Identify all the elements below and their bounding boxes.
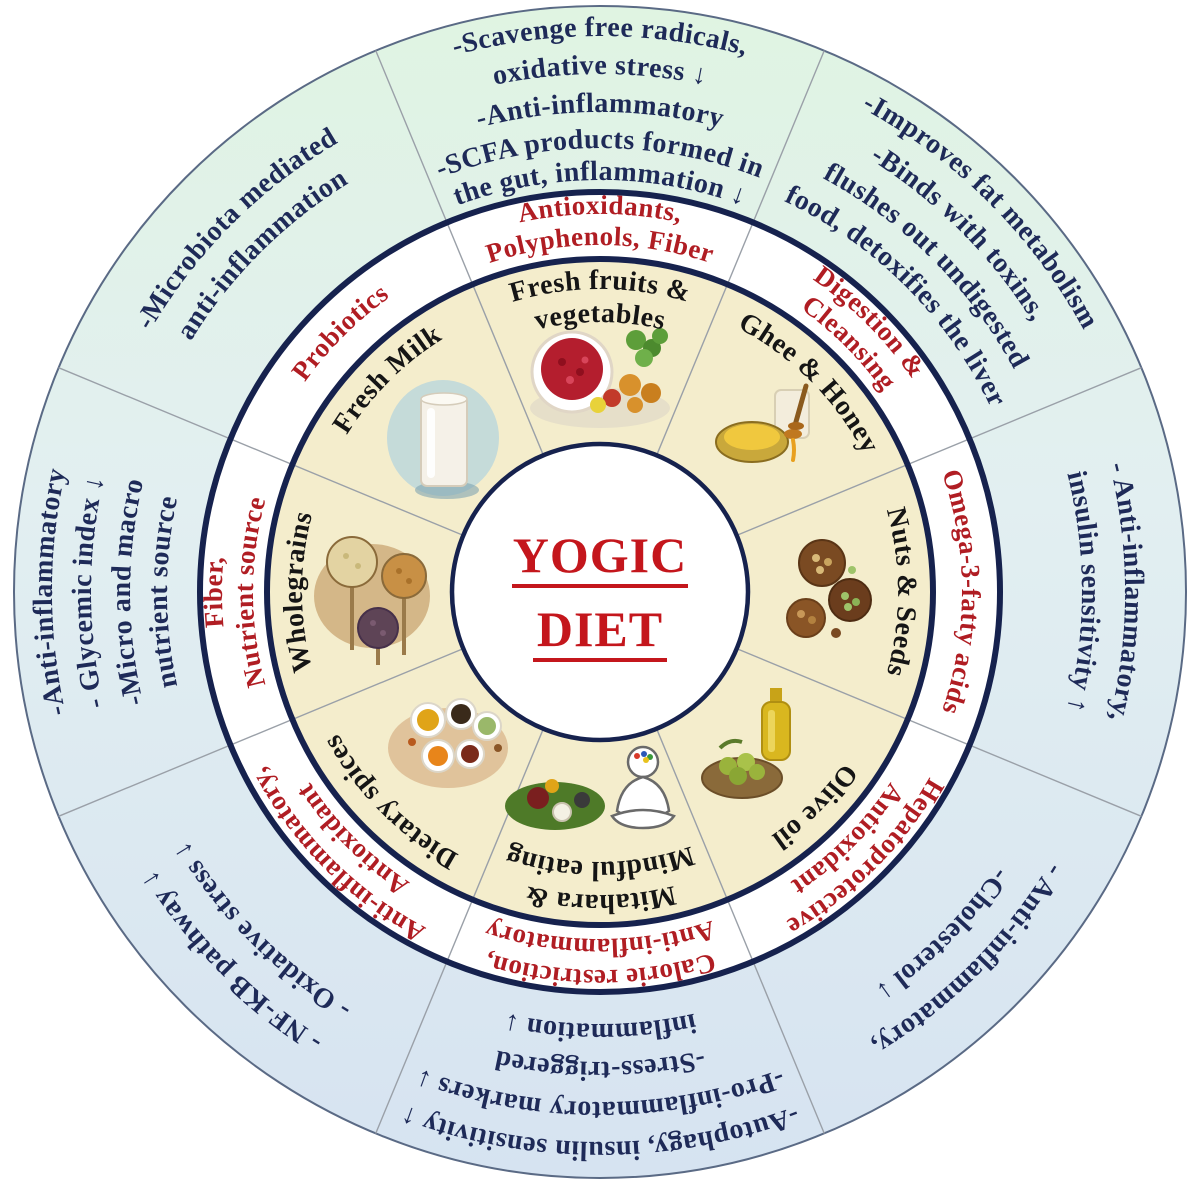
property-line: Fiber, (198, 555, 230, 629)
fresh-milk-image (387, 380, 499, 499)
dietary-spices-image (388, 698, 508, 788)
olive-oil-image (701, 688, 791, 799)
center-disc (452, 444, 748, 740)
ring-borders (197, 189, 1003, 995)
sector-divider-lines (58, 50, 1142, 1134)
mitahara-mindful-eating-image (505, 745, 676, 830)
center-title-line2: DIET (537, 601, 663, 657)
center-title: YOGIC DIET (512, 527, 688, 662)
fresh-fruits-vegetables-image (530, 328, 670, 428)
nuts-seeds-image (786, 539, 872, 638)
wholegrains-image (314, 536, 430, 665)
center-title-line1: YOGIC (513, 527, 687, 583)
ghee-honey-image (715, 383, 810, 463)
